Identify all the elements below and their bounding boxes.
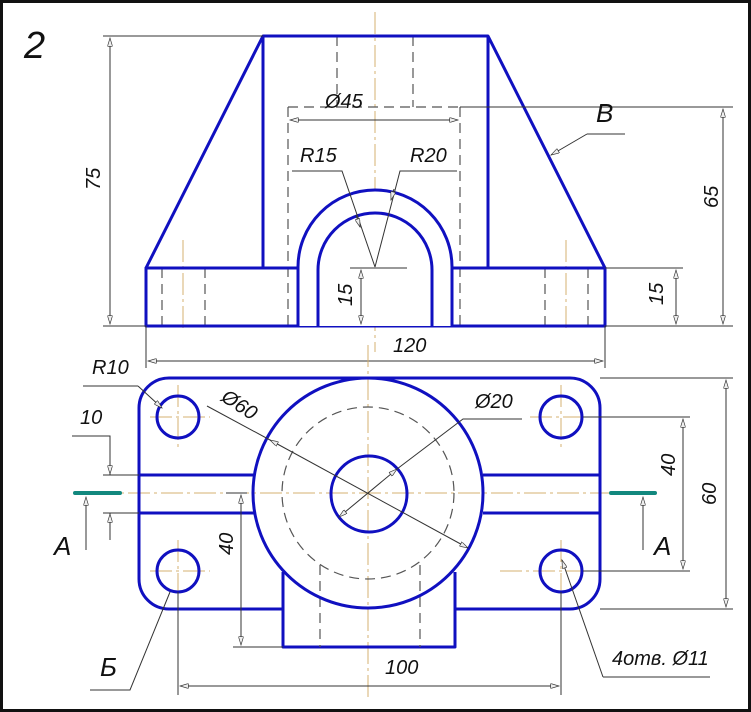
outer-arch xyxy=(296,188,454,326)
dim-r20: R20 xyxy=(410,145,447,167)
label-b-leader-top xyxy=(90,591,171,691)
dim-r10: R10 xyxy=(92,357,129,379)
front-view: 75 65 15 15 Ø45 R15 R20 В 120 xyxy=(83,12,733,368)
inner-arch xyxy=(316,211,434,326)
hidden-lines xyxy=(161,36,589,326)
dim-40-right: 40 xyxy=(658,454,680,476)
boss-hidden-lines xyxy=(319,565,421,647)
holes-note-leader xyxy=(561,560,604,678)
r20-arrow xyxy=(391,188,394,200)
dim-20-line xyxy=(339,469,397,517)
holes-note: 4отв. Ø11 xyxy=(612,648,709,670)
sheet-number: 2 xyxy=(23,25,45,67)
surface-label-b: Б xyxy=(100,652,117,682)
mount-hole xyxy=(538,394,584,440)
dim-75: 75 xyxy=(83,167,105,190)
label-b-leader xyxy=(551,133,588,155)
slot-edges xyxy=(139,473,600,515)
section-label-left: А xyxy=(52,531,71,561)
boss-circle xyxy=(251,376,485,610)
dim-diameter-60: Ø60 xyxy=(216,385,261,425)
dim-15-right: 15 xyxy=(646,282,668,305)
section-label-right: А xyxy=(652,531,671,561)
dim-diameter-20: Ø20 xyxy=(474,391,513,413)
dim-100: 100 xyxy=(385,657,418,679)
dim-65: 65 xyxy=(701,185,723,208)
dim-45: Ø45 xyxy=(324,91,364,113)
dim-40-left: 40 xyxy=(216,533,238,555)
dim-120: 120 xyxy=(393,335,426,357)
dim-60: 60 xyxy=(699,483,721,505)
r15-arrow xyxy=(356,214,361,227)
hole-centerlines xyxy=(150,385,600,605)
view-label-v: В xyxy=(596,98,613,128)
dim-15-center: 15 xyxy=(335,283,357,306)
dim-r15: R15 xyxy=(300,145,338,167)
body-inner-edges xyxy=(261,36,490,268)
mount-hole xyxy=(155,394,201,440)
boss-extension xyxy=(281,572,457,649)
top-view: А А R10 10 Ø60 Ø20 40 60 40 100 xyxy=(52,345,733,700)
r10-leader xyxy=(137,385,162,408)
dim-10: 10 xyxy=(80,407,102,429)
